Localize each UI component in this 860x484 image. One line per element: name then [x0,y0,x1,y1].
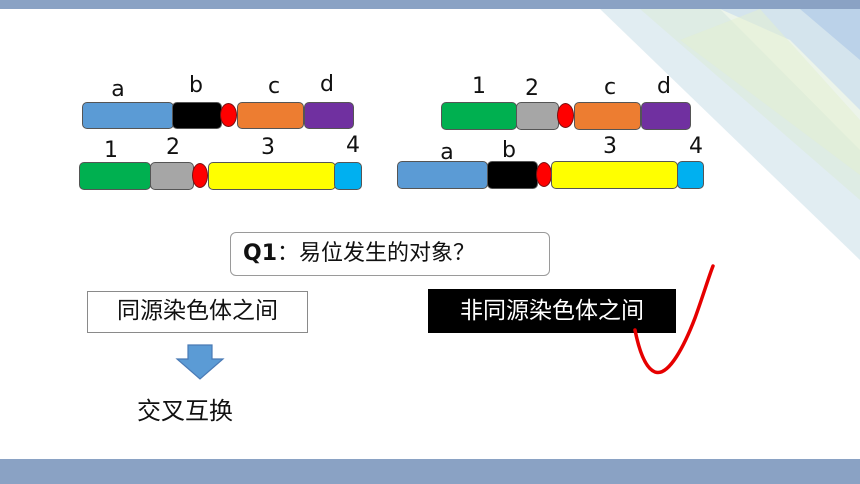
question-box: Q1：易位发生的对象？ [230,232,550,276]
label-a: a [111,77,125,102]
label-c: c [603,75,617,100]
label-b: b [502,138,516,163]
top-bar [0,0,860,9]
label-d: d [657,74,671,99]
answer-homologous: 同源染色体之间 [87,291,308,333]
label-b: b [189,73,203,98]
segment-3-yellow [208,162,336,190]
label-a: a [440,140,454,165]
answer-non-homologous: 非同源染色体之间 [428,289,676,333]
label-2: 2 [166,135,180,160]
segment-4-cyan [677,161,704,189]
label-c: c [267,74,281,99]
label-4: 4 [689,134,703,159]
result-crossing-over: 交叉互换 [137,397,233,425]
segment-2-gray [516,102,559,130]
segment-1-green [79,162,151,190]
segment-b-black [172,102,222,129]
label-1: 1 [104,138,118,163]
centromere [557,103,574,128]
label-1: 1 [472,74,486,99]
label-3: 3 [261,135,275,160]
segment-b-black [487,161,538,189]
check-mark-icon [633,264,715,375]
centromere [220,103,237,127]
question-tag: Q1 [243,241,278,266]
label-3: 3 [603,134,617,159]
label-2: 2 [525,76,539,101]
question-text: ：易位发生的对象？ [277,241,476,266]
centromere [192,163,208,188]
segment-1-green [441,102,517,130]
segment-d-purple [304,102,354,129]
segment-a-blue [82,102,174,129]
label-4: 4 [346,133,360,158]
segment-d-purple [641,102,691,130]
centromere [536,162,552,187]
segment-2-gray [150,162,194,190]
label-d: d [320,72,334,97]
segment-c-orange [237,102,304,129]
segment-c-orange [574,102,641,130]
bottom-bar [0,459,860,484]
segment-4-cyan [334,162,362,190]
down-arrow-icon [175,344,225,380]
segment-a-blue [397,161,488,189]
segment-3-yellow [551,161,678,189]
